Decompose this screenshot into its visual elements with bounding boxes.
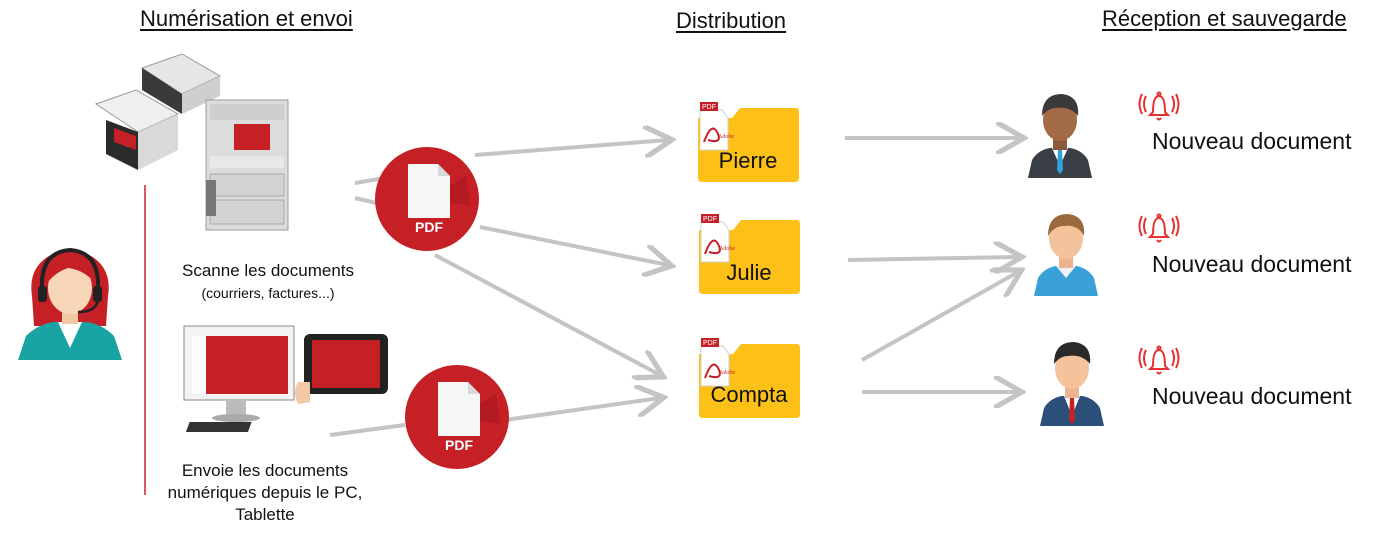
adobe-mark: Adobe [719, 370, 735, 376]
folder-pierre[interactable]: PDF Adobe Pierre [696, 98, 800, 184]
send-caption-line1: Envoie les documents [181, 461, 349, 480]
recipient-avatar-icon [1034, 214, 1098, 296]
folder-label: Compta [710, 382, 788, 407]
folder-pdf-icon: PDF Adobe [698, 102, 799, 182]
pdf-badge-label: PDF [415, 219, 443, 235]
notification-text: Nouveau document [1152, 383, 1352, 409]
folder-pdf-icon: PDF Adobe [699, 214, 800, 294]
adobe-mark: Adobe [719, 246, 735, 252]
desktop-scanner-icon [94, 53, 222, 170]
pdf-badge-icon: PDF [375, 147, 479, 251]
folder-pdf-tag: PDF [702, 104, 716, 111]
bell-notification-icon [1138, 213, 1180, 243]
folder-compta[interactable]: PDF Adobe Compta [697, 334, 801, 420]
arrow-to-julie [479, 225, 668, 265]
scan-caption-line2: (courriers, factures...) [201, 285, 335, 301]
pdf-badge-label: PDF [445, 437, 473, 453]
send-caption: Envoie les documents numériques depuis l… [140, 460, 390, 526]
recipient-avatar-icon [1040, 342, 1104, 426]
section-heading-reception: Réception et sauvegarde [1102, 6, 1347, 31]
notification-text: Nouveau document [1152, 251, 1352, 277]
scan-caption-line1: Scanne les documents [182, 261, 354, 280]
section-heading-scan: Numérisation et envoi [140, 6, 353, 31]
arrow-pc-to-compta [504, 398, 660, 422]
pdf-badge-icon: PDF [405, 365, 509, 469]
folder-pdf-tag: PDF [703, 216, 717, 223]
folder-julie[interactable]: PDF Adobe Julie [697, 210, 801, 296]
pc-tablet-icon [183, 325, 388, 432]
recipient-avatar-icon [1028, 94, 1092, 178]
arrow-compta-to-user2 [861, 272, 1018, 362]
send-caption-line2: numériques depuis le PC, [167, 483, 363, 502]
notification-text: Nouveau document [1152, 128, 1352, 154]
folder-pdf-tag: PDF [703, 340, 717, 347]
folder-label: Pierre [718, 148, 778, 173]
folder-label: Julie [726, 260, 772, 285]
scan-caption: Scanne les documents (courriers, facture… [148, 260, 388, 304]
folder-pdf-icon: PDF Adobe [699, 338, 800, 418]
arrow-to-pierre [474, 140, 668, 155]
section-heading-distribution: Distribution [676, 8, 787, 33]
arrow-to-compta [434, 253, 660, 375]
arrow-julie-to-user2 [847, 257, 1018, 260]
operator-headset-icon [18, 247, 122, 360]
send-caption-line3: Tablette [235, 505, 295, 524]
bell-notification-icon [1138, 345, 1180, 375]
adobe-mark: Adobe [718, 134, 734, 140]
bell-notification-icon [1138, 91, 1180, 121]
copier-icon [205, 99, 289, 231]
